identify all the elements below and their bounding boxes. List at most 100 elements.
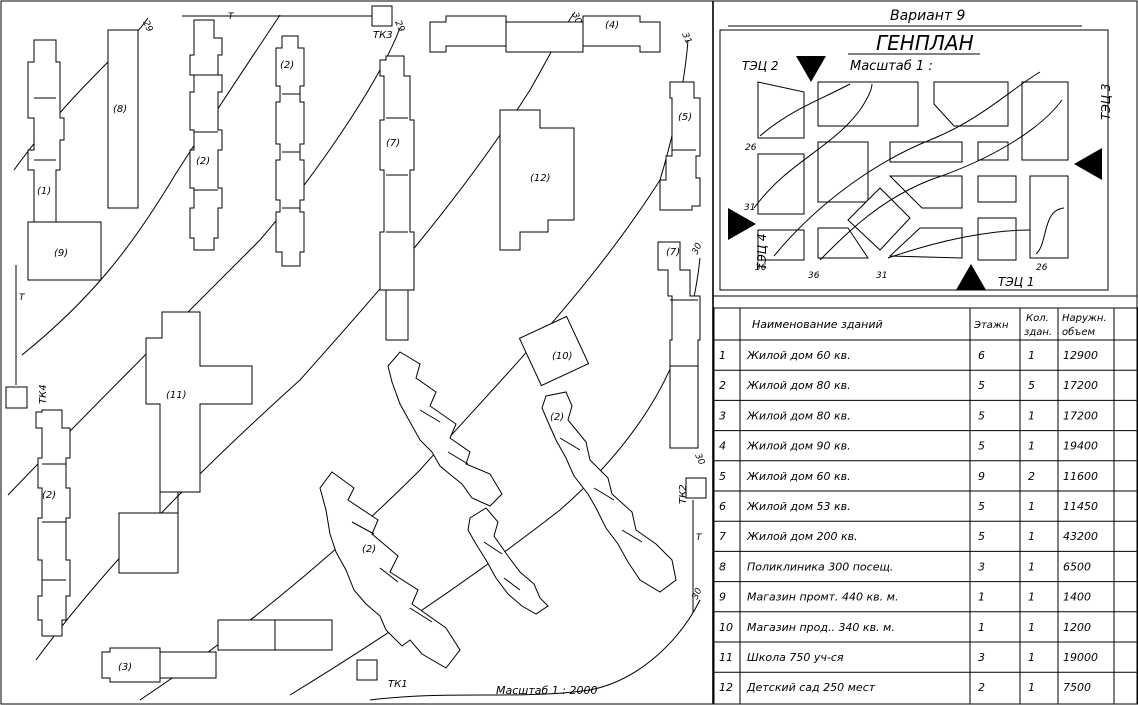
building-label: (4) bbox=[605, 20, 619, 31]
station-label: ТЭЦ 1 bbox=[998, 275, 1034, 289]
chamber-label: ТК1 bbox=[388, 679, 408, 690]
building-label: (12) bbox=[530, 173, 551, 184]
station-marker-tec1 bbox=[956, 264, 986, 290]
buildings-table: Наименование зданий Этажн Кол. здан. Нар… bbox=[713, 307, 1138, 705]
cell-count: 1 bbox=[1028, 651, 1035, 664]
cell-volume: 19000 bbox=[1063, 651, 1098, 664]
key-plan-contours: 26 31 36 36 31 26 bbox=[744, 71, 1065, 281]
cell-name: Школа 750 уч-ся bbox=[747, 651, 844, 664]
cell-volume: 11450 bbox=[1063, 500, 1098, 513]
building-label: (5) bbox=[678, 112, 692, 123]
table-header: Наименование зданий Этажн Кол. здан. Нар… bbox=[752, 313, 1107, 338]
building-1: (1) bbox=[27, 39, 65, 223]
station-label: ТЭЦ 2 bbox=[742, 59, 778, 73]
building-8: (8) bbox=[107, 29, 139, 209]
building-label: (11) bbox=[166, 390, 187, 401]
plan-title: ГЕНПЛАН bbox=[876, 31, 974, 55]
cell-n: 4 bbox=[719, 440, 726, 453]
contour-label: 29 bbox=[140, 19, 154, 34]
building-label: (7) bbox=[386, 138, 400, 149]
cell-count: 1 bbox=[1028, 591, 1035, 604]
cell-n: 5 bbox=[719, 470, 726, 483]
cell-count: 1 bbox=[1028, 409, 1035, 422]
contour-label: 30 bbox=[692, 452, 706, 467]
building-4: (4) bbox=[429, 15, 661, 53]
cell-count: 1 bbox=[1028, 681, 1035, 694]
cell-volume: 1200 bbox=[1063, 621, 1091, 634]
site-plan: 29 29 30 31 30 30 30 Т Т Т ТК3 ТК4 bbox=[5, 5, 707, 701]
building-7-a: (7) bbox=[379, 55, 415, 341]
cell-name: Жилой дом 200 кв. bbox=[746, 530, 858, 543]
contour-label: 30 bbox=[691, 586, 705, 601]
station-marker-tec3 bbox=[1074, 148, 1102, 180]
cell-count: 2 bbox=[1028, 470, 1035, 483]
cell-name: Жилой дом 80 кв. bbox=[746, 379, 851, 392]
pipe-mark: Т bbox=[19, 293, 26, 303]
cell-count: 1 bbox=[1028, 621, 1035, 634]
cell-floors: 5 bbox=[978, 500, 985, 513]
cell-floors: 3 bbox=[978, 560, 985, 573]
key-plan-contour-label: 31 bbox=[876, 271, 887, 281]
cell-count: 1 bbox=[1028, 530, 1035, 543]
building-2-f: (2) bbox=[541, 391, 677, 593]
chamber-label: ТК4 bbox=[38, 384, 49, 404]
contour-label: 29 bbox=[392, 19, 406, 34]
building-2-d: (2) bbox=[319, 471, 461, 669]
key-plan-contour-label: 26 bbox=[1036, 263, 1048, 273]
key-plan-contour-label: 31 bbox=[744, 203, 755, 213]
cell-name: Жилой дом 90 кв. bbox=[746, 440, 851, 453]
cell-n: 8 bbox=[719, 560, 726, 573]
cell-volume: 6500 bbox=[1063, 560, 1091, 573]
cell-volume: 19400 bbox=[1063, 440, 1098, 453]
building-2-g bbox=[467, 507, 549, 615]
building-2-b: (2) bbox=[275, 35, 305, 267]
station-marker-tec4 bbox=[728, 208, 756, 240]
table-row: 5 Жилой дом 60 кв. 9 2 11600 bbox=[714, 460, 1138, 483]
cell-n: 9 bbox=[719, 591, 726, 604]
building-label: (2) bbox=[550, 412, 564, 423]
contour-label: 31 bbox=[679, 31, 693, 46]
station-label: ТЭЦ 3 bbox=[1099, 84, 1113, 120]
cell-n: 6 bbox=[719, 500, 726, 513]
cell-floors: 5 bbox=[978, 409, 985, 422]
building-label: (2) bbox=[42, 490, 56, 501]
cell-name: Жилой дом 53 кв. bbox=[746, 500, 851, 513]
cell-n: 10 bbox=[719, 621, 733, 634]
variant-label: Вариант 9 bbox=[890, 8, 966, 24]
cell-name: Жилой дом 60 кв. bbox=[746, 349, 851, 362]
building-11: (11) bbox=[118, 311, 253, 574]
cell-n: 12 bbox=[719, 681, 733, 694]
cell-floors: 3 bbox=[978, 651, 985, 664]
cell-name: Жилой дом 60 кв. bbox=[746, 470, 851, 483]
site-scale-label: Масштаб 1 : 2000 bbox=[496, 684, 597, 697]
building-3: (3) bbox=[101, 619, 333, 683]
cell-floors: 9 bbox=[978, 470, 985, 483]
cell-volume: 17200 bbox=[1063, 379, 1098, 392]
station-marker-tec2 bbox=[796, 56, 826, 82]
building-label: (3) bbox=[118, 662, 132, 673]
heat-chamber-tk1: ТК1 bbox=[356, 659, 408, 690]
cell-floors: 5 bbox=[978, 530, 985, 543]
heat-chamber-tk2: ТК2 bbox=[678, 477, 707, 504]
chamber-label: ТК2 bbox=[678, 484, 689, 504]
cell-count: 1 bbox=[1028, 440, 1035, 453]
building-label: (1) bbox=[37, 186, 51, 197]
cell-volume: 11600 bbox=[1063, 470, 1098, 483]
building-7-b: (7) bbox=[657, 241, 701, 449]
cell-volume: 12900 bbox=[1063, 349, 1098, 362]
title-block: Вариант 9 ГЕНПЛАН Масштаб 1 : bbox=[713, 8, 1137, 297]
cell-name: Поликлиника 300 посещ. bbox=[747, 560, 893, 573]
cell-n: 3 bbox=[719, 409, 726, 422]
building-label: (9) bbox=[54, 248, 68, 259]
key-plan-contour-label: 36 bbox=[808, 271, 820, 281]
cell-volume: 7500 bbox=[1063, 681, 1091, 694]
key-plan-frame bbox=[719, 29, 1109, 291]
